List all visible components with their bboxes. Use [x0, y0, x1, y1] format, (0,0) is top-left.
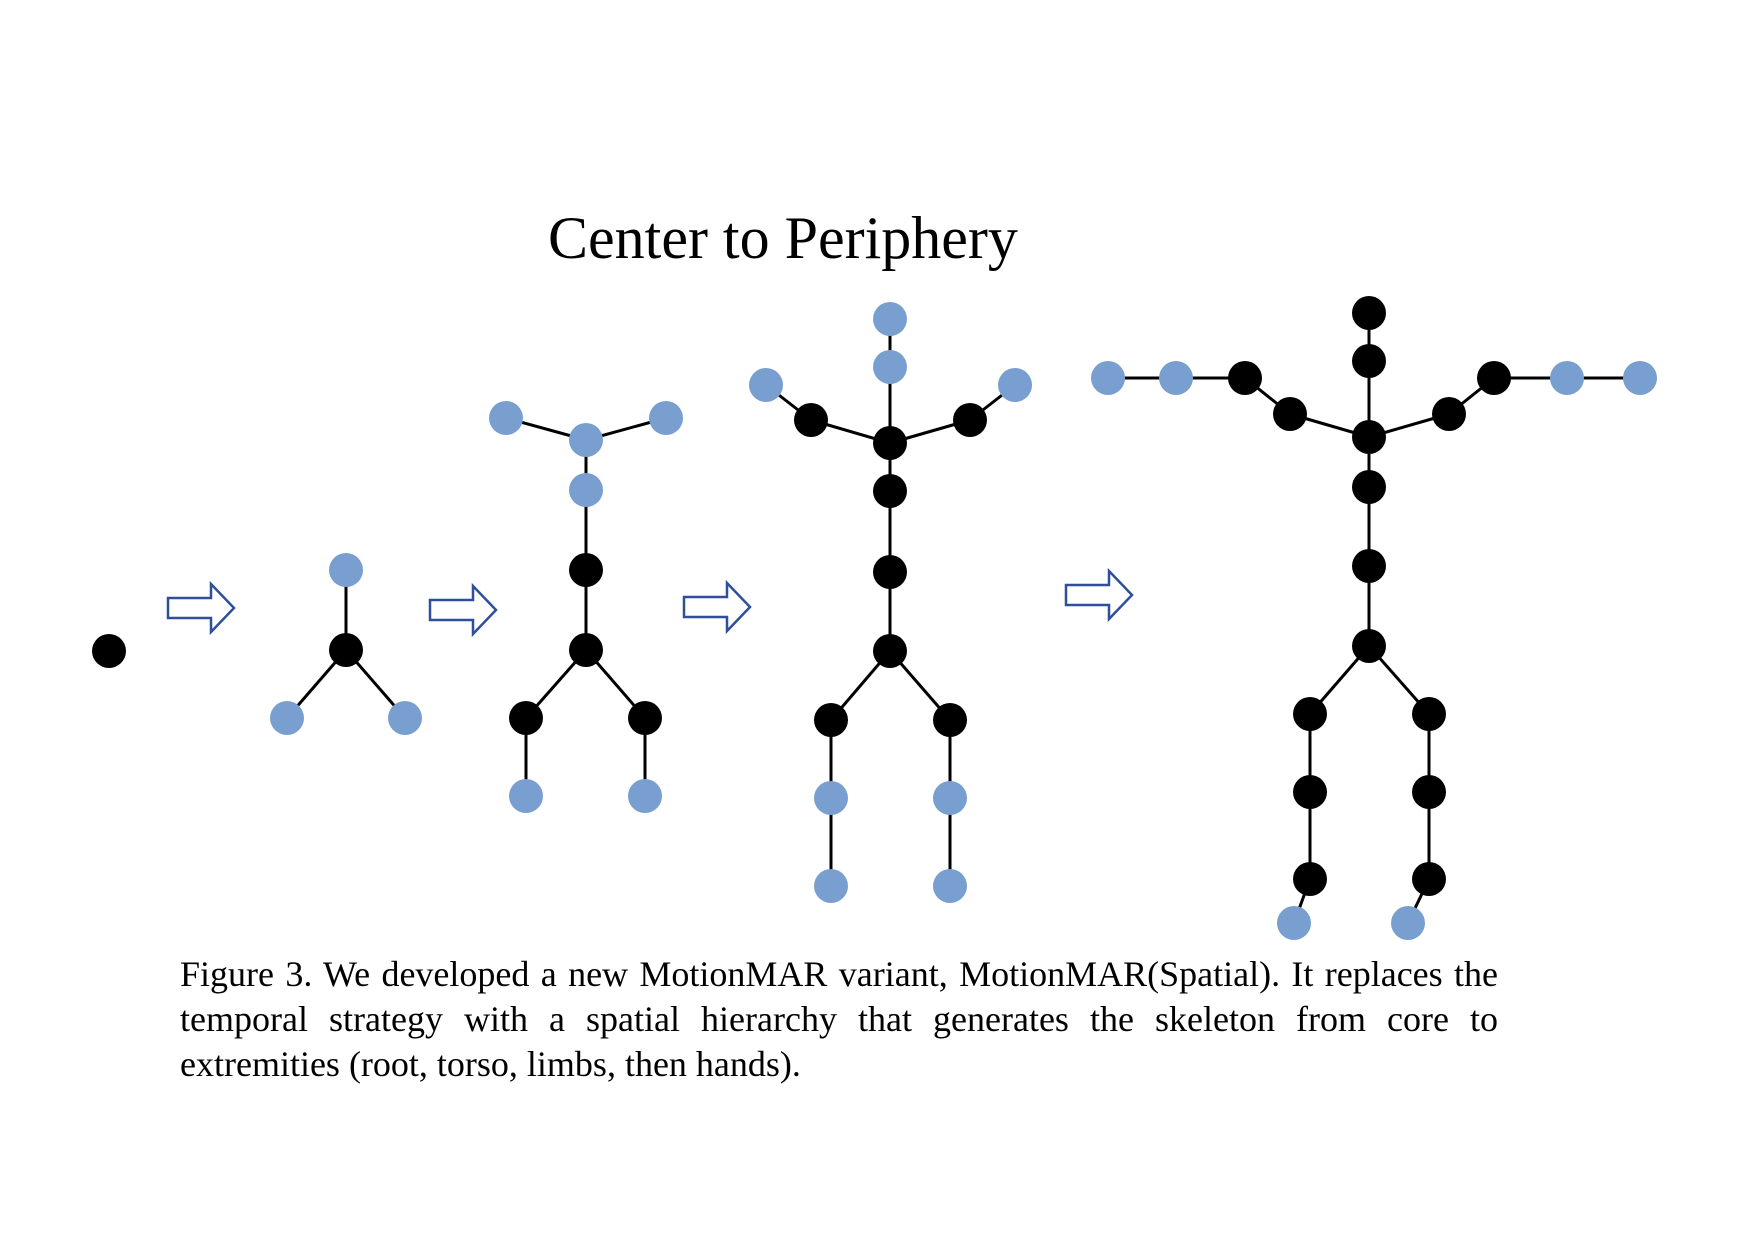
stage-5-joint-head-1: [1352, 344, 1386, 378]
stage-5-joint-spine-2: [1352, 470, 1386, 504]
stage-3-joint-root: [569, 633, 603, 667]
stage-3-joint-spine-1: [569, 553, 603, 587]
stage-5-joint-right-shoulder: [1477, 361, 1511, 395]
stage-3-joint-right-knee: [628, 779, 662, 813]
stage-4-joint-left-collar: [794, 403, 828, 437]
stage-5-joint-right-hip: [1412, 697, 1446, 731]
stage-5-joint-root: [1352, 629, 1386, 663]
stage-4-joint-right-collar: [953, 403, 987, 437]
progression-arrow-icon: [1064, 567, 1134, 623]
stage-4-joint-head-2: [873, 302, 907, 336]
stage-4-joint-right-shoulder: [998, 368, 1032, 402]
stage-4-joint-root: [873, 634, 907, 668]
progression-arrow-icon: [682, 579, 752, 635]
stage-5-joint-right-wrist: [1623, 361, 1657, 395]
stage-5-joint-left-ankle: [1293, 862, 1327, 896]
stage-4-joint-right-hip: [933, 703, 967, 737]
stage-5-joint-left-elbow: [1159, 361, 1193, 395]
figure-caption: Figure 3. We developed a new MotionMAR v…: [180, 954, 1498, 1084]
stage-4-joint-right-knee: [933, 781, 967, 815]
stage-5-joint-left-hip: [1293, 697, 1327, 731]
stage-3-joint-right-collar: [649, 401, 683, 435]
joints-layer: [92, 296, 1657, 940]
stage-4-joint-left-hip: [814, 703, 848, 737]
stage-4-joint-neck: [873, 426, 907, 460]
stage-4-joint-spine-1: [873, 555, 907, 589]
stage-3-joint-left-hip: [509, 701, 543, 735]
stage-4-joint-right-ankle: [933, 869, 967, 903]
stage-3-joint-spine-2: [569, 473, 603, 507]
stage-4-joint-left-shoulder: [749, 368, 783, 402]
arrows-layer: [166, 567, 1134, 638]
stage-4-joint-spine-2: [873, 474, 907, 508]
stage-5-joint-left-wrist: [1091, 361, 1125, 395]
stage-3-joint-left-knee: [509, 779, 543, 813]
stage-4-joint-left-knee: [814, 781, 848, 815]
progression-arrow-icon: [166, 580, 236, 636]
stage-3-joint-left-collar: [489, 401, 523, 435]
stage-5-joint-left-shoulder: [1228, 361, 1262, 395]
stage-5-joint-right-ankle: [1412, 862, 1446, 896]
stage-5-joint-right-collar: [1432, 397, 1466, 431]
stage-4-joint-left-ankle: [814, 869, 848, 903]
stage-1-joint-root: [92, 634, 126, 668]
stage-3-joint-right-hip: [628, 701, 662, 735]
stage-2-joint-left-hip: [270, 701, 304, 735]
stage-5-joint-neck: [1352, 420, 1386, 454]
stage-2-joint-root: [329, 633, 363, 667]
stage-5-joint-left-knee: [1293, 775, 1327, 809]
stage-5-joint-right-foot: [1391, 906, 1425, 940]
stage-5-joint-left-collar: [1273, 397, 1307, 431]
stage-5-joint-right-knee: [1412, 775, 1446, 809]
stage-5-joint-right-elbow: [1550, 361, 1584, 395]
stage-5-joint-head-2: [1352, 296, 1386, 330]
stage-3-joint-neck: [569, 423, 603, 457]
diagram-title: Center to Periphery: [548, 205, 1018, 271]
stage-5-joint-left-foot: [1277, 906, 1311, 940]
stage-5-joint-spine-1: [1352, 549, 1386, 583]
stage-2-joint-right-hip: [388, 701, 422, 735]
stage-4-joint-head-1: [873, 350, 907, 384]
stage-2-joint-spine-1: [329, 553, 363, 587]
progression-arrow-icon: [428, 582, 498, 638]
